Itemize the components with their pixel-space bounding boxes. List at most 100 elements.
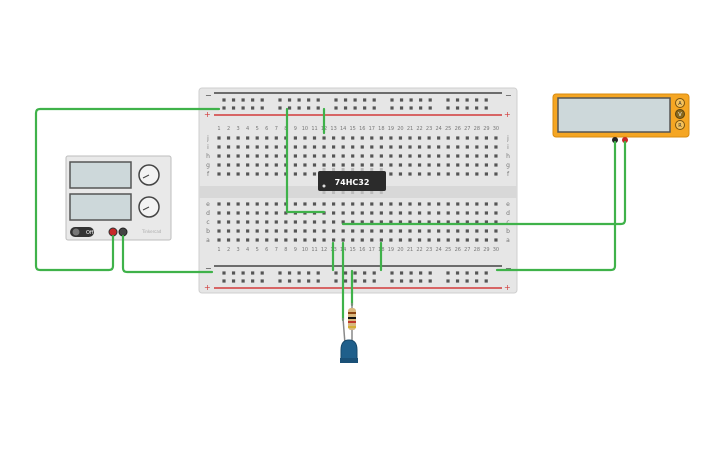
breadboard-hole[interactable] [312, 172, 317, 176]
breadboard-hole[interactable] [222, 271, 226, 275]
breadboard-hole[interactable] [427, 229, 431, 233]
breadboard-hole[interactable] [465, 172, 469, 176]
breadboard-hole[interactable] [389, 238, 393, 242]
breadboard-hole[interactable] [408, 238, 412, 242]
power-supply[interactable]: Off Tinkercad [65, 155, 172, 241]
breadboard-hole[interactable] [226, 220, 231, 224]
breadboard-hole[interactable] [312, 238, 317, 242]
breadboard-hole[interactable] [455, 279, 460, 283]
breadboard-hole[interactable] [465, 229, 469, 233]
breadboard-hole[interactable] [293, 220, 297, 224]
breadboard-hole[interactable] [494, 202, 498, 206]
breadboard-hole[interactable] [408, 163, 412, 167]
breadboard-hole[interactable] [343, 106, 348, 110]
breadboard-hole[interactable] [398, 172, 403, 176]
breadboard-hole[interactable] [246, 238, 250, 242]
breadboard-hole[interactable] [437, 220, 441, 224]
breadboard-hole[interactable] [246, 172, 250, 176]
breadboard-hole[interactable] [217, 163, 221, 167]
breadboard-hole[interactable] [437, 202, 441, 206]
breadboard-hole[interactable] [351, 211, 355, 215]
breadboard-hole[interactable] [217, 154, 221, 158]
breadboard-hole[interactable] [251, 271, 255, 275]
breadboard-hole[interactable] [226, 163, 231, 167]
breadboard-hole[interactable] [343, 271, 348, 275]
breadboard-hole[interactable] [260, 106, 264, 110]
breadboard-hole[interactable] [475, 145, 479, 149]
breadboard-hole[interactable] [284, 202, 288, 206]
breadboard-hole[interactable] [231, 279, 236, 283]
breadboard-hole[interactable] [372, 271, 376, 275]
breadboard-hole[interactable] [360, 202, 364, 206]
breadboard-hole[interactable] [341, 145, 345, 149]
breadboard-hole[interactable] [322, 238, 326, 242]
breadboard-hole[interactable] [303, 202, 307, 206]
breadboard-hole[interactable] [456, 154, 460, 158]
breadboard-hole[interactable] [312, 145, 317, 149]
breadboard-hole[interactable] [251, 279, 255, 283]
breadboard-hole[interactable] [389, 163, 393, 167]
breadboard-hole[interactable] [334, 98, 338, 102]
breadboard-hole[interactable] [427, 238, 431, 242]
breadboard-hole[interactable] [322, 229, 326, 233]
breadboard-hole[interactable] [332, 211, 336, 215]
breadboard-hole[interactable] [475, 229, 479, 233]
breadboard-hole[interactable] [428, 279, 432, 283]
breadboard-hole[interactable] [260, 98, 264, 102]
breadboard-hole[interactable] [297, 106, 301, 110]
breadboard-hole[interactable] [389, 154, 393, 158]
breadboard-hole[interactable] [274, 136, 278, 140]
breadboard-hole[interactable] [389, 229, 393, 233]
breadboard-hole[interactable] [465, 202, 469, 206]
breadboard-hole[interactable] [226, 172, 231, 176]
breadboard-hole[interactable] [409, 106, 413, 110]
breadboard-hole[interactable] [475, 220, 479, 224]
mode-button-voltage[interactable] [675, 109, 685, 119]
breadboard-hole[interactable] [351, 136, 355, 140]
wires[interactable] [34, 107, 627, 322]
breadboard-hole[interactable] [456, 211, 460, 215]
breadboard-hole[interactable] [265, 172, 269, 176]
breadboard-hole[interactable] [379, 136, 383, 140]
breadboard-hole[interactable] [284, 145, 288, 149]
breadboard-hole[interactable] [446, 279, 450, 283]
breadboard-hole[interactable] [484, 279, 488, 283]
breadboard-hole[interactable] [231, 271, 236, 275]
breadboard-hole[interactable] [343, 98, 348, 102]
breadboard-hole[interactable] [226, 238, 231, 242]
breadboard-hole[interactable] [399, 279, 404, 283]
breadboard-hole[interactable] [351, 229, 355, 233]
breadboard-hole[interactable] [341, 136, 345, 140]
breadboard-hole[interactable] [360, 154, 364, 158]
breadboard-hole[interactable] [236, 136, 240, 140]
breadboard-hole[interactable] [293, 136, 297, 140]
breadboard-hole[interactable] [222, 279, 226, 283]
breadboard-hole[interactable] [363, 279, 367, 283]
breadboard-hole[interactable] [475, 279, 479, 283]
breadboard-hole[interactable] [246, 229, 250, 233]
breadboard-hole[interactable] [379, 163, 383, 167]
breadboard-hole[interactable] [341, 154, 345, 158]
breadboard-hole[interactable] [370, 211, 374, 215]
breadboard-hole[interactable] [484, 211, 488, 215]
breadboard-hole[interactable] [360, 220, 364, 224]
breadboard-hole[interactable] [341, 238, 345, 242]
breadboard-hole[interactable] [287, 106, 292, 110]
breadboard-hole[interactable] [274, 238, 278, 242]
breadboard-hole[interactable] [222, 98, 226, 102]
breadboard-hole[interactable] [332, 202, 336, 206]
breadboard-hole[interactable] [409, 279, 413, 283]
breadboard-hole[interactable] [398, 211, 403, 215]
breadboard-hole[interactable] [312, 163, 317, 167]
breadboard-hole[interactable] [322, 163, 326, 167]
breadboard-hole[interactable] [303, 238, 307, 242]
breadboard-hole[interactable] [231, 98, 236, 102]
breadboard-hole[interactable] [494, 238, 498, 242]
breadboard-hole[interactable] [370, 136, 374, 140]
breadboard-hole[interactable] [287, 279, 292, 283]
breadboard-hole[interactable] [379, 220, 383, 224]
breadboard-hole[interactable] [363, 98, 367, 102]
breadboard-hole[interactable] [446, 145, 450, 149]
breadboard-hole[interactable] [484, 106, 488, 110]
multimeter[interactable]: A V R [552, 93, 690, 143]
